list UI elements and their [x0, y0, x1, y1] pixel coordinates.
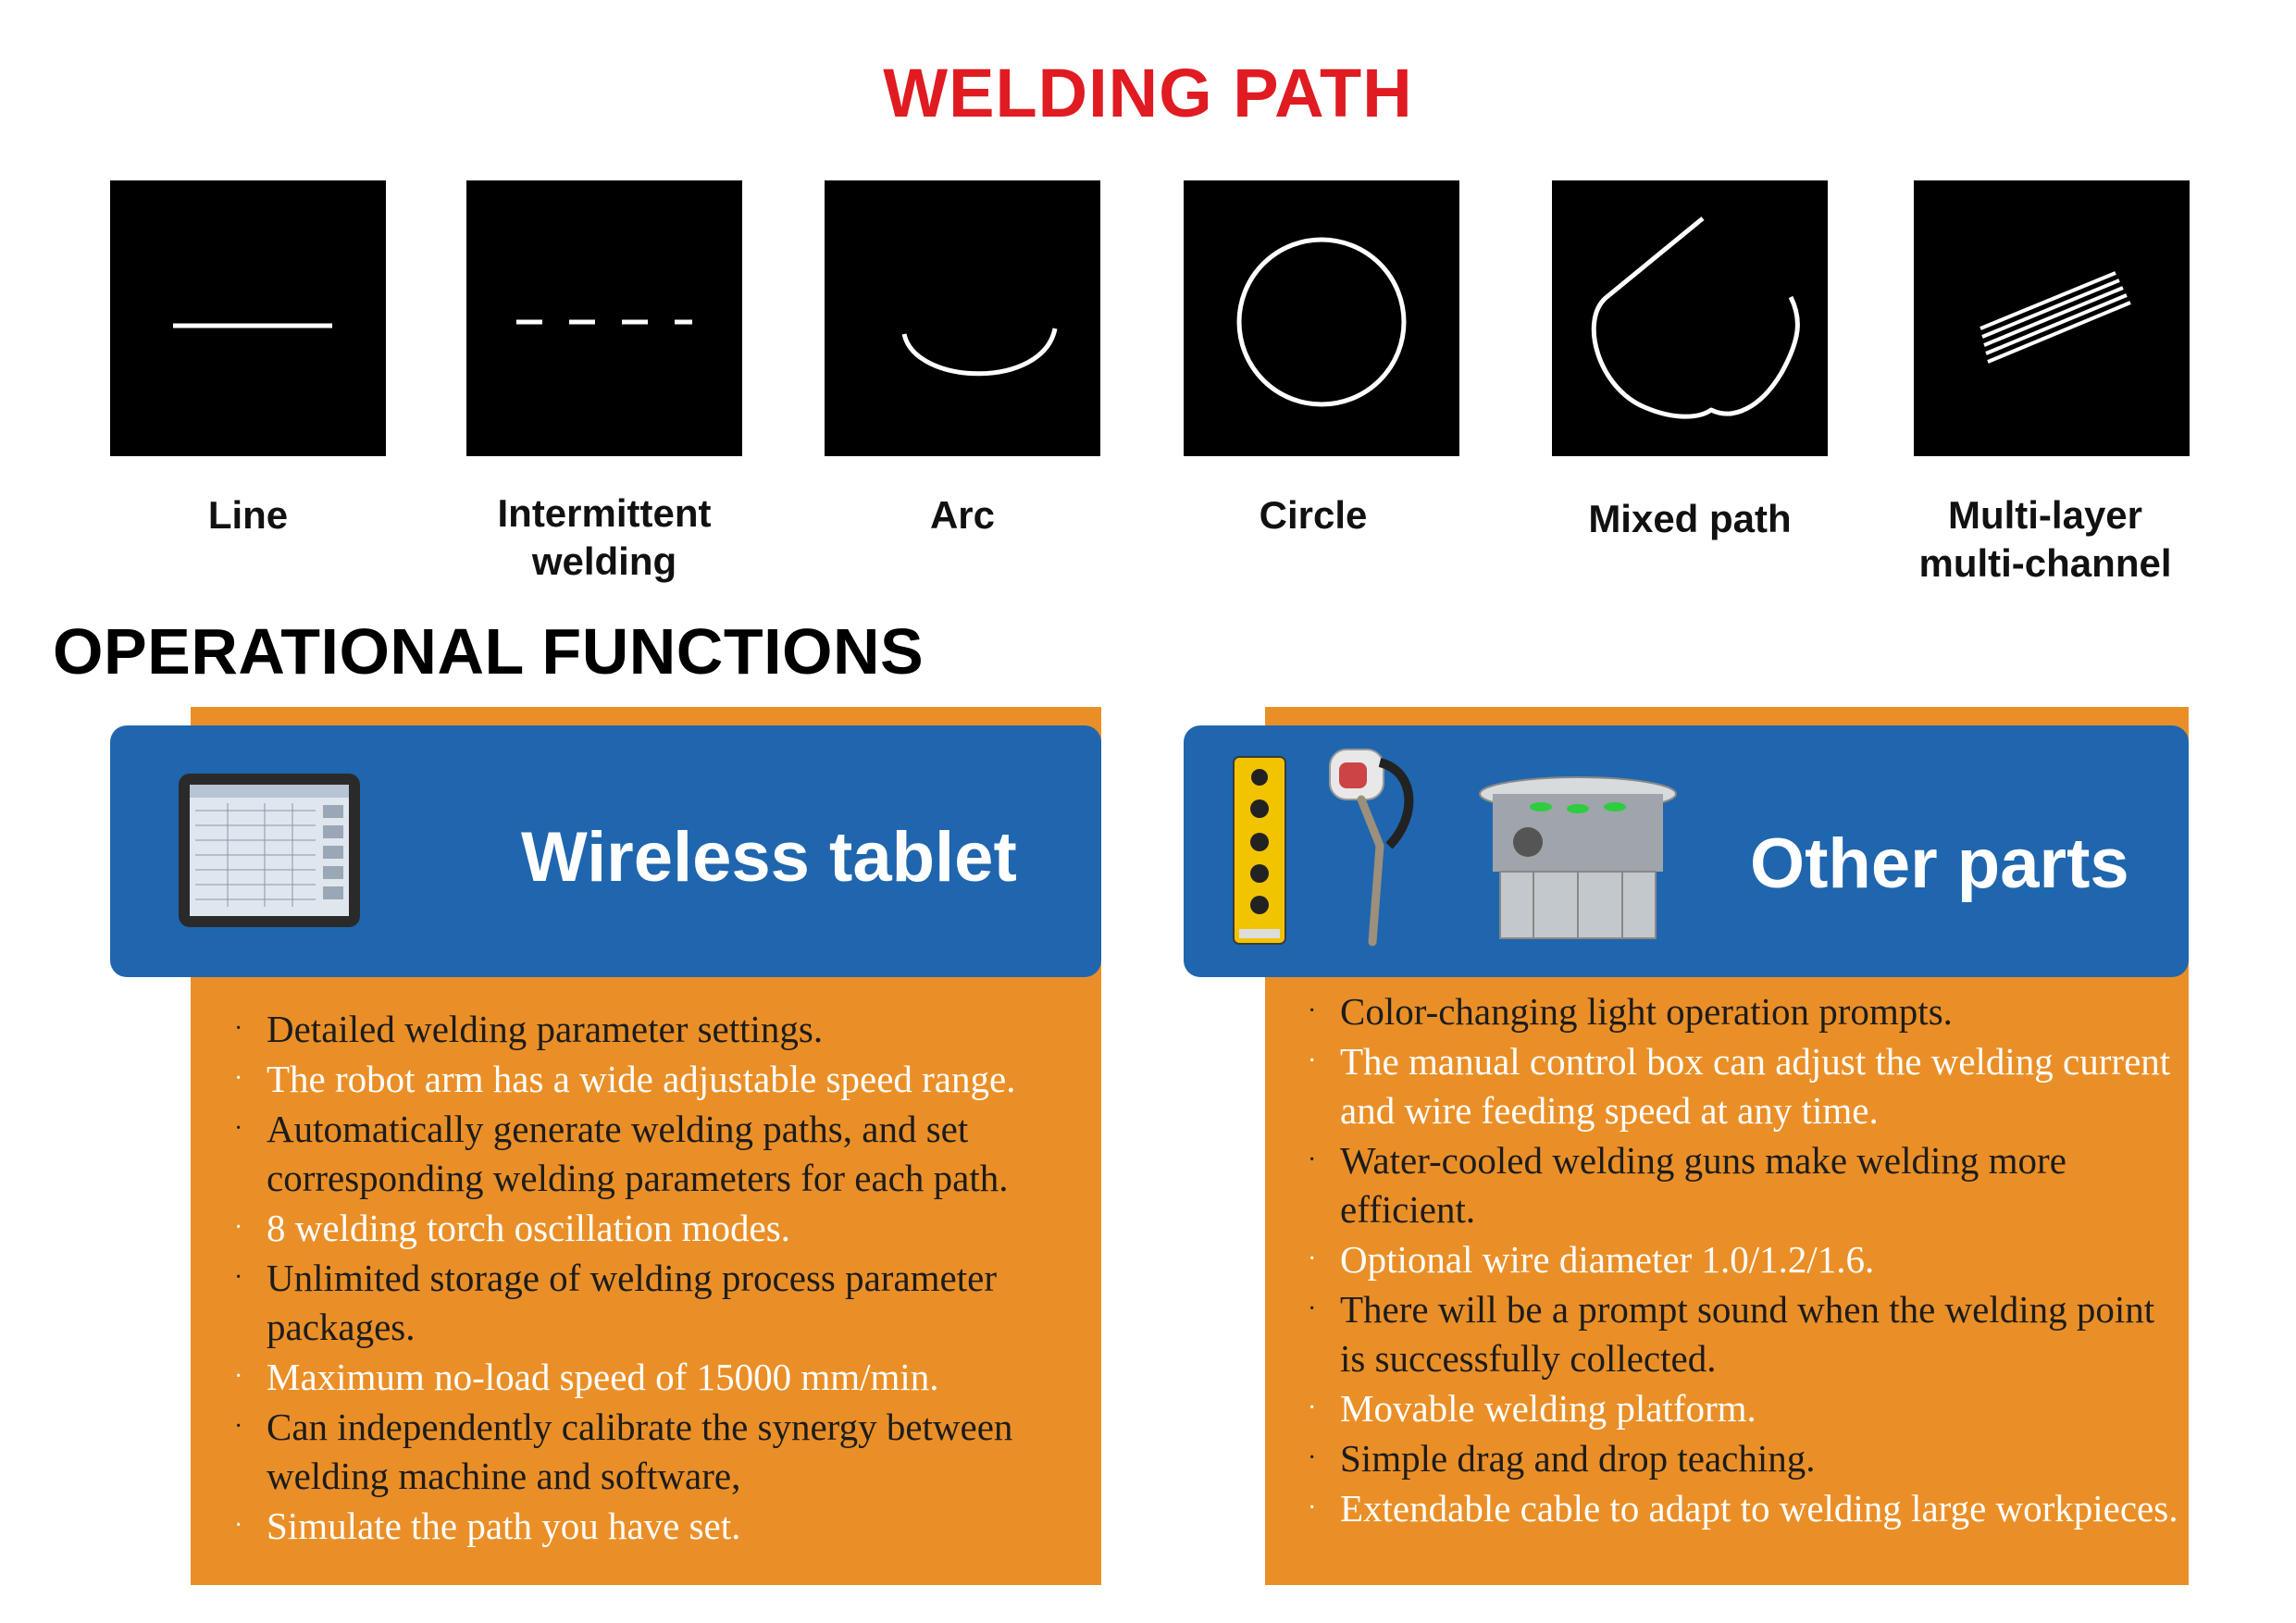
list-item: ·Simple drag and drop teaching.	[1308, 1437, 1816, 1480]
multilayer-path-tile	[1914, 180, 2190, 456]
other-parts-features: ·Color-changing light operation prompts.…	[1275, 986, 2188, 1533]
intermittent-path-tile	[466, 180, 742, 456]
other-parts-header: Other parts	[1184, 725, 2189, 977]
list-item: ·Water-cooled welding guns make welding …	[1308, 1139, 2066, 1231]
tablet-image	[179, 774, 360, 927]
line-path-label: Line	[207, 493, 289, 537]
circle-path-label: Circle	[1259, 493, 1368, 537]
list-item: ·Simulate the path you have set.	[234, 1505, 741, 1547]
line-path-icon	[173, 323, 332, 328]
list-item: ·Can independently calibrate the synergy…	[234, 1406, 1013, 1497]
list-item: ·Detailed welding parameter settings.	[234, 1008, 824, 1050]
wireless-tablet-features: ·Detailed welding parameter settings. ·T…	[202, 1004, 1090, 1551]
intermittent-path-label: Intermittent welding	[497, 491, 712, 583]
mixed-path-label: Mixed path	[1588, 497, 1792, 540]
arc-path-label: Arc	[929, 493, 996, 537]
list-item: ·Automatically generate welding paths, a…	[234, 1108, 1009, 1199]
circle-path-icon	[1236, 237, 1407, 407]
multilayer-path-icon	[1980, 271, 2131, 364]
list-item: ·Optional wire diameter 1.0/1.2/1.6.	[1308, 1238, 1875, 1281]
wireless-tablet-title: Wireless tablet	[521, 818, 1017, 897]
control-box-image	[1233, 756, 1286, 945]
welding-path-title: WELDING PATH	[883, 55, 1413, 131]
list-item: ·Maximum no-load speed of 15000 mm/min.	[234, 1356, 939, 1398]
multilayer-path-label: Multi-layer multi-channel	[1918, 493, 2172, 585]
line-path-tile	[110, 180, 386, 456]
list-item: ·Color-changing light operation prompts.	[1308, 990, 1953, 1033]
list-item: ·Unlimited storage of welding process pa…	[234, 1257, 997, 1348]
list-item: ·Movable welding platform.	[1308, 1387, 1756, 1430]
list-item: ·8 welding torch oscillation modes.	[234, 1207, 790, 1249]
list-item: ·The manual control box can adjust the w…	[1308, 1040, 2171, 1132]
mixed-path-icon	[1591, 217, 1800, 419]
arc-path-tile	[825, 180, 1100, 456]
wireless-tablet-header: Wireless tablet	[110, 725, 1101, 977]
circle-path-tile	[1184, 180, 1459, 456]
welding-gun-image	[1329, 749, 1414, 947]
arc-path-icon	[901, 328, 1058, 377]
list-item: ·The robot arm has a wide adjustable spe…	[234, 1058, 1016, 1100]
mixed-path-tile	[1552, 180, 1828, 456]
dashed-path-icon	[516, 319, 692, 325]
operational-functions-title: OPERATIONAL FUNCTIONS	[53, 615, 925, 688]
other-parts-title: Other parts	[1750, 824, 2129, 903]
list-item: ·There will be a prompt sound when the w…	[1308, 1288, 2155, 1380]
list-item: ·Extendable cable to adapt to welding la…	[1308, 1487, 2178, 1530]
wire-feeder-image	[1479, 776, 1677, 939]
